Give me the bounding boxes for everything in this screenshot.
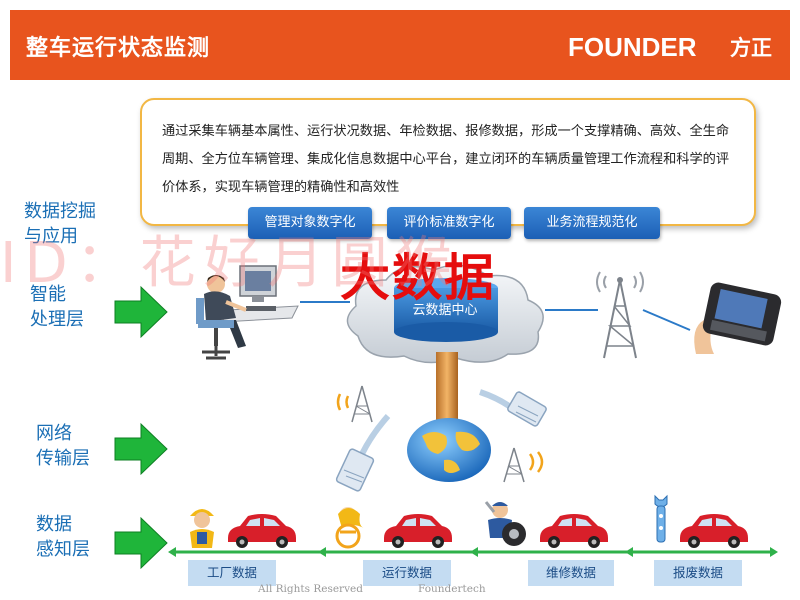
- scrap-tool-icon: [654, 494, 668, 543]
- car-factory-icon: [228, 514, 296, 548]
- cloud-data-center-icon: [346, 264, 544, 364]
- logo-text-cn: 方正: [730, 36, 772, 60]
- factory-worker-icon: [190, 509, 214, 548]
- mobile-device-icon: [694, 282, 782, 354]
- footer-company: Foundertech: [418, 583, 486, 595]
- network-cable-left-icon: [335, 414, 391, 492]
- label-factory-data: 工厂数据: [188, 560, 276, 586]
- car-running-icon: [384, 514, 452, 548]
- network-cable-right-icon: [479, 389, 547, 427]
- radio-tower-icon: [596, 271, 644, 359]
- arrow-network-icon: [114, 422, 168, 476]
- label-scrap-data: 报废数据: [654, 560, 742, 586]
- layer-processing-label: 智能 处理层: [30, 284, 84, 330]
- big-data-title: 大数据: [340, 249, 496, 307]
- pill-management-digital: 管理对象数字化: [248, 207, 372, 239]
- label-repair-data: 维修数据: [528, 560, 614, 586]
- computer-operator-icon: [196, 265, 299, 360]
- signal-tower-left-icon: [336, 385, 373, 423]
- intro-box: 通过采集车辆基本属性、运行状况数据、年检数据、报修数据，形成一个支撑精确、高效、…: [140, 98, 756, 226]
- arrow-sensing-icon: [114, 516, 168, 570]
- globe-icon: [407, 418, 491, 482]
- label-running-data: 运行数据: [363, 560, 451, 586]
- watermark-text: ID：花好月圆猴: [0, 231, 460, 296]
- footer-rights: All Rights Reserved: [258, 583, 363, 595]
- layer-mining-label: 数据挖掘 与应用: [24, 201, 96, 247]
- layer-sensing-label: 数据 感知层: [36, 514, 90, 560]
- driver-icon: [335, 507, 364, 549]
- data-pipe-icon: [436, 352, 458, 420]
- mechanic-icon: [484, 501, 526, 546]
- founder-logo: FOUNDER 方正: [560, 10, 790, 80]
- header-bar: 整车运行状态监测 FOUNDER 方正: [10, 10, 790, 80]
- page-title: 整车运行状态监测: [26, 36, 211, 61]
- intro-text: 通过采集车辆基本属性、运行状况数据、年检数据、报修数据，形成一个支撑精确、高效、…: [162, 124, 730, 195]
- cloud-data-center-label: 云数据中心: [412, 303, 478, 318]
- car-scrap-icon: [680, 514, 748, 548]
- car-repair-icon: [540, 514, 608, 548]
- founder-logo-mark: FOUNDER 方正: [568, 32, 772, 62]
- pill-process-standard: 业务流程规范化: [524, 207, 660, 239]
- arrow-processing-icon: [114, 285, 168, 339]
- layer-network-label: 网络 传输层: [36, 423, 90, 469]
- pill-evaluation-digital: 评价标准数字化: [387, 207, 511, 239]
- signal-tower-right-icon: [503, 447, 544, 483]
- logo-text-en: FOUNDER: [568, 32, 697, 62]
